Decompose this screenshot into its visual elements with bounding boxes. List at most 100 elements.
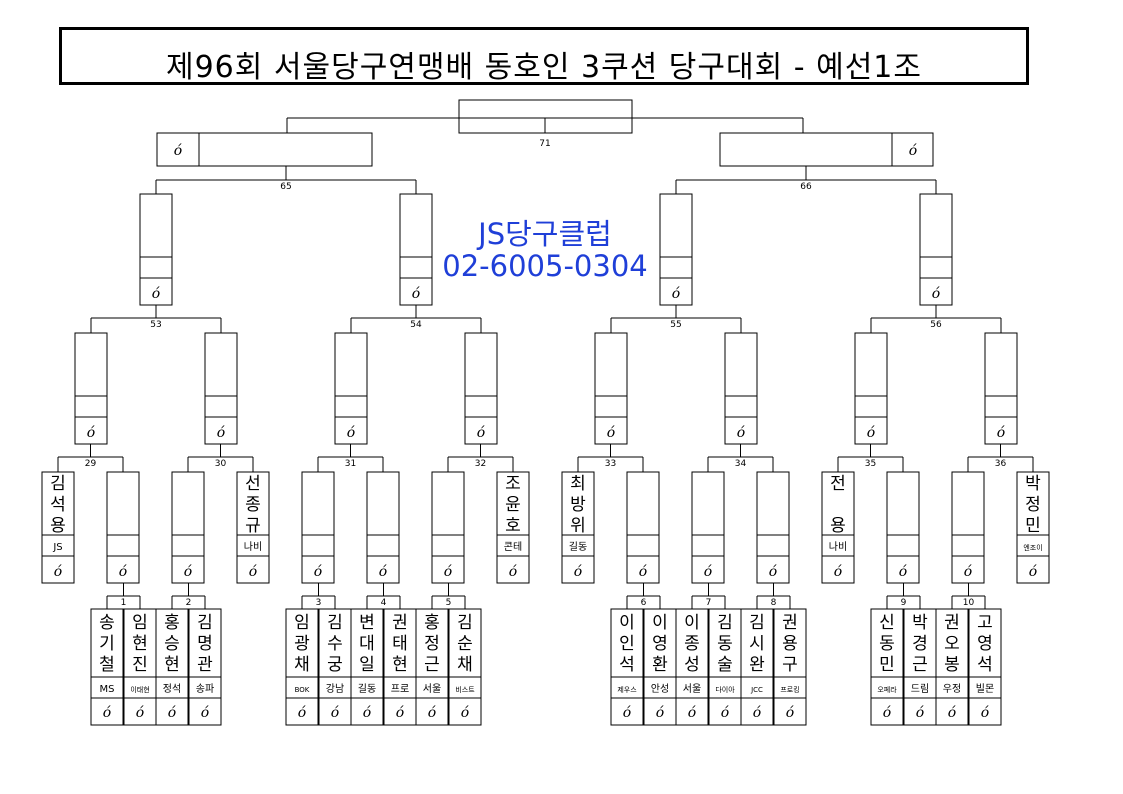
teardrop-icon: ó: [54, 564, 62, 580]
teardrop-icon: ó: [363, 705, 371, 721]
match-number: 35: [865, 459, 876, 469]
player-name-char: 용: [782, 634, 798, 654]
player-club: 다이아: [715, 685, 735, 694]
match-card-mid: [171, 534, 205, 557]
match-number: 10: [963, 598, 975, 608]
match-number: 9: [901, 598, 907, 608]
match-card-result: [821, 555, 855, 584]
player-name-cell: [903, 608, 937, 678]
match-card-result: [561, 555, 595, 584]
player-name-cell: [383, 608, 417, 678]
match-card-mid: [366, 534, 400, 557]
player-name-char: 김: [327, 613, 343, 633]
player-name-char: 호: [505, 516, 521, 536]
player-name-char: 정: [424, 634, 440, 654]
player-name-char: 변: [359, 613, 375, 633]
match-number: 2: [186, 598, 192, 608]
player-name-char: 임: [294, 613, 310, 633]
match-card-mid: [139, 256, 173, 279]
player-name-char: 태: [392, 634, 408, 654]
match-card-top: [756, 471, 790, 536]
player-name-char: 수: [327, 634, 343, 654]
teardrop-icon: ó: [769, 564, 777, 580]
teardrop-icon: ó: [688, 705, 696, 721]
teardrop-icon: ó: [331, 705, 339, 721]
player-name-char: 영: [652, 634, 668, 654]
match-card-result: [431, 555, 465, 584]
teardrop-icon: ó: [396, 705, 404, 721]
player-name-char: 정: [1025, 495, 1041, 515]
player-club: 제우스: [617, 686, 637, 694]
match-card-result: [594, 416, 628, 445]
player-result-cell: [610, 697, 644, 726]
player-result-cell: [318, 697, 352, 726]
teardrop-icon: ó: [607, 425, 615, 441]
teardrop-icon: ó: [103, 705, 111, 721]
teardrop-icon: ó: [948, 705, 956, 721]
player-name-cell: [968, 608, 1002, 678]
match-card-mid: [724, 395, 758, 418]
teardrop-icon: ó: [217, 425, 225, 441]
teardrop-icon: ó: [981, 705, 989, 721]
teardrop-icon: ó: [656, 705, 664, 721]
title-box: 제96회 서울당구연맹배 동호인 3쿠션 당구대회 - 예선1조: [59, 27, 1029, 85]
player-name-char: 동: [879, 634, 895, 654]
match-number: 32: [475, 459, 486, 469]
teardrop-icon: ó: [964, 564, 972, 580]
match-card-top: [594, 332, 628, 397]
match-number: 6: [641, 598, 647, 608]
player-name-char: 박: [1025, 474, 1041, 494]
match-card-result: [691, 555, 725, 584]
match-number: 29: [85, 459, 97, 469]
player-name-char: 임: [132, 613, 148, 633]
match-card-top: [919, 193, 953, 258]
teardrop-icon: ó: [428, 705, 436, 721]
teardrop-icon: ó: [623, 705, 631, 721]
match-number: 4: [381, 598, 387, 608]
teardrop-icon: ó: [883, 705, 891, 721]
teardrop-icon: ó: [477, 425, 485, 441]
match-number: 71: [539, 139, 550, 149]
player-club: MS: [100, 684, 115, 695]
match-card-top: [984, 332, 1018, 397]
player-club: 나비: [829, 541, 847, 553]
player-club: 빌몬: [976, 683, 994, 695]
player-name-char: 홍: [424, 613, 440, 633]
player-result-cell: [123, 697, 157, 726]
semi-final-card-left: [156, 132, 373, 167]
player-club: 강남: [326, 683, 344, 695]
player-name-char: 김: [457, 613, 473, 633]
player-name-char: 용: [830, 516, 846, 536]
match-card-top: [106, 471, 140, 536]
match-number: 1: [121, 598, 127, 608]
match-card-top: [854, 332, 888, 397]
match-card-result: [951, 555, 985, 584]
player-name-char: 윤: [505, 495, 521, 515]
teardrop-icon: ó: [786, 705, 794, 721]
player-name-char: 시: [749, 634, 765, 654]
player-name-char: 조: [505, 474, 521, 494]
player-name-char: 석: [977, 655, 993, 675]
player-name-char: 인: [619, 634, 635, 654]
player-club: 오페라: [877, 685, 897, 694]
match-card-result: [366, 555, 400, 584]
match-number: 53: [150, 320, 161, 330]
club-name: JS당구클럽: [478, 217, 612, 251]
teardrop-icon: ó: [916, 705, 924, 721]
teardrop-icon: ó: [461, 705, 469, 721]
match-card-top: [659, 193, 693, 258]
match-card-mid: [74, 395, 108, 418]
player-name-char: 진: [132, 655, 148, 675]
teardrop-icon: ó: [834, 564, 842, 580]
player-name-char: 봉: [944, 655, 960, 675]
match-card-mid: [626, 534, 660, 557]
player-name-char: 위: [570, 516, 586, 536]
match-card-result: [41, 555, 75, 584]
player-name-char: 동: [717, 634, 733, 654]
match-number: 3: [316, 598, 322, 608]
player-club: 비스트: [455, 685, 475, 694]
match-number: 54: [410, 320, 422, 330]
player-club: 서울: [423, 683, 441, 695]
teardrop-icon: ó: [412, 286, 420, 302]
player-name-char: 구: [782, 655, 798, 675]
